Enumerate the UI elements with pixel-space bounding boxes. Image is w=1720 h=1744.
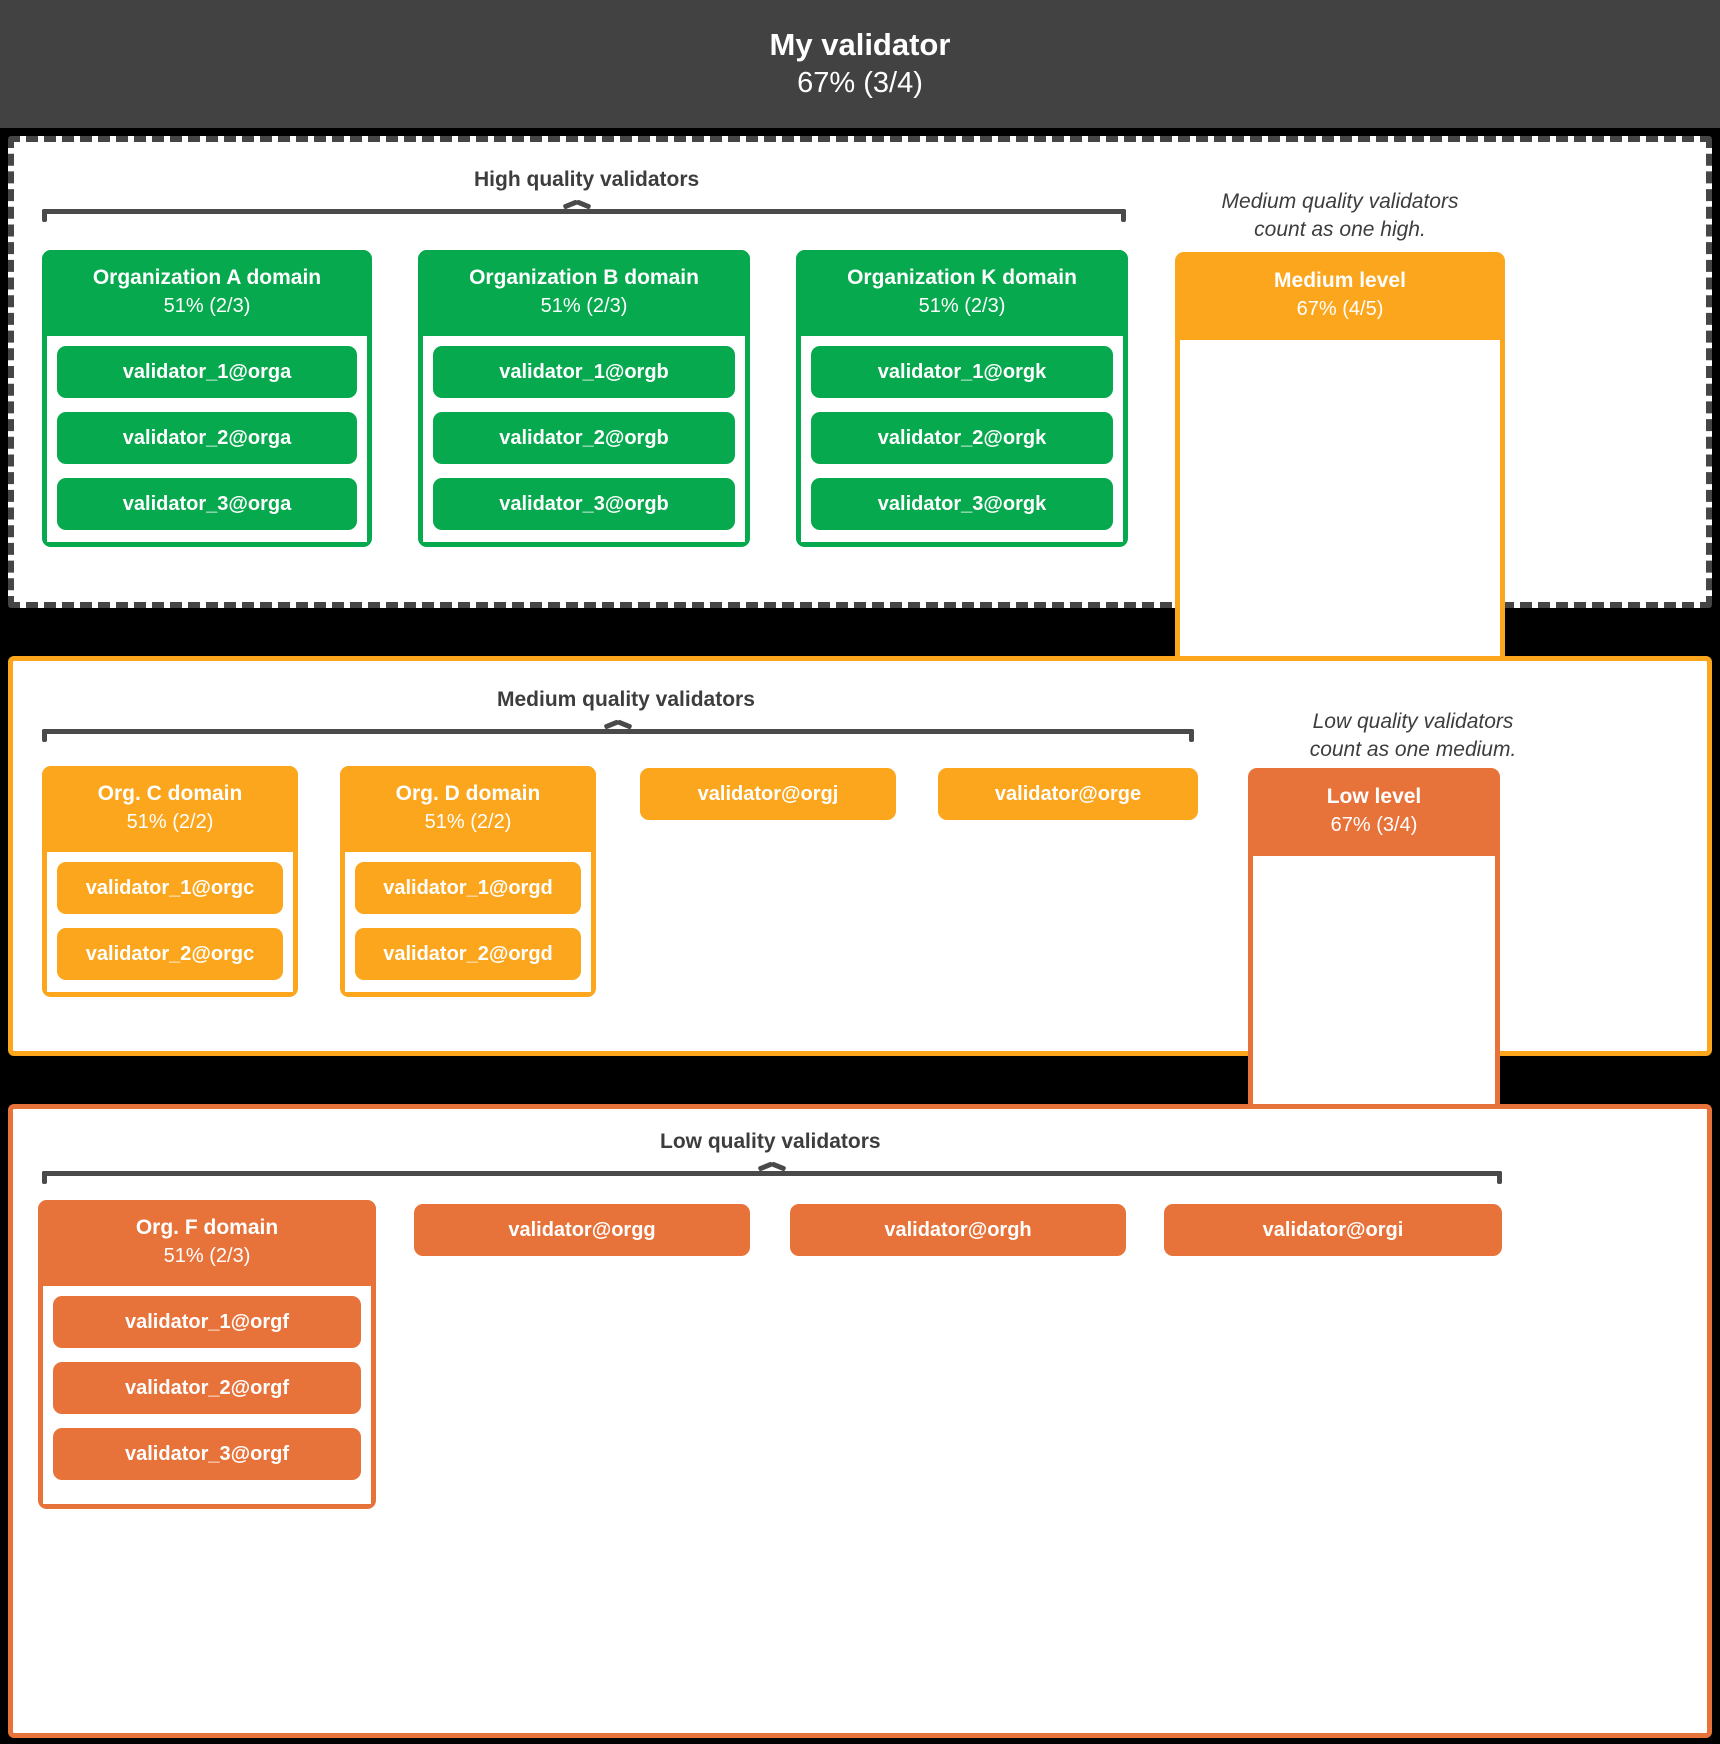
org-card-organization-b[interactable]: Organization B domain 51% (2/3) validato…	[418, 250, 750, 548]
level-percent: 67% (4/5)	[1296, 298, 1384, 321]
medium-quality-brace	[42, 719, 1194, 742]
validator-pill[interactable]: validator_2@orgb	[433, 412, 735, 465]
org-name: Organization A domain	[92, 266, 322, 289]
validator-pill[interactable]: validator_3@orga	[57, 478, 357, 531]
validator-pill[interactable]: validator_2@orga	[57, 412, 357, 465]
org-card-organization-k[interactable]: Organization K domain 51% (2/3) validato…	[796, 250, 1128, 548]
org-validator-list: validator_1@orgb validator_2@orgb valida…	[418, 336, 750, 548]
validator-pill[interactable]: validator_1@orgk	[811, 346, 1113, 399]
low-quality-brace	[42, 1161, 1502, 1184]
validator-pill[interactable]: validator_3@orgf	[53, 1428, 361, 1481]
validator-pill[interactable]: validator_3@orgk	[811, 478, 1113, 531]
validator-pill[interactable]: validator_3@orgb	[433, 478, 735, 531]
validator-pill[interactable]: validator@orgi	[1164, 1204, 1502, 1256]
org-name: Org. C domain	[97, 782, 243, 805]
org-percent: 51% (2/2)	[424, 811, 512, 834]
org-percent: 51% (2/3)	[163, 1245, 251, 1268]
medium-level-body	[1175, 340, 1505, 663]
level-percent: 67% (3/4)	[1330, 814, 1418, 837]
org-card-header: Organization K domain 51% (2/3)	[796, 250, 1128, 337]
org-percent: 51% (2/2)	[126, 811, 214, 834]
org-name: Org. F domain	[135, 1216, 279, 1239]
org-card-organization-a[interactable]: Organization A domain 51% (2/3) validato…	[42, 250, 372, 548]
low-counts-note: Low quality validators count as one medi…	[1309, 710, 1517, 762]
org-percent: 51% (2/3)	[540, 295, 628, 318]
org-validator-list: validator_1@orgf validator_2@orgf valida…	[38, 1286, 376, 1510]
header-percent: 67% (3/4)	[797, 66, 923, 99]
high-quality-caption: High quality validators	[474, 168, 700, 191]
org-card-org-d[interactable]: Org. D domain 51% (2/2) validator_1@orgd…	[340, 766, 596, 998]
low-quality-caption: Low quality validators	[660, 1130, 881, 1153]
validator-pill[interactable]: validator@orge	[938, 768, 1198, 820]
level-name: Medium level	[1274, 269, 1406, 292]
org-validator-list: validator_1@orgd validator_2@orgd	[340, 852, 596, 998]
low-level-box[interactable]: Low level 67% (3/4)	[1248, 768, 1500, 1113]
org-card-header: Org. F domain 51% (2/3)	[38, 1200, 376, 1287]
level-name: Low level	[1326, 785, 1422, 808]
org-card-org-f[interactable]: Org. F domain 51% (2/3) validator_1@orgf…	[38, 1200, 376, 1510]
validator-pill[interactable]: validator@orgj	[640, 768, 896, 820]
validator-pill[interactable]: validator_1@orgd	[355, 862, 581, 915]
org-card-header: Organization B domain 51% (2/3)	[418, 250, 750, 337]
medium-counts-note: Medium quality validators count as one h…	[1221, 190, 1459, 242]
page-title: My validator	[769, 26, 951, 62]
validator-pill[interactable]: validator_2@orgf	[53, 1362, 361, 1415]
validator-pill[interactable]: validator_2@orgk	[811, 412, 1113, 465]
low-level-body	[1248, 856, 1500, 1113]
validator-pill[interactable]: validator_1@orga	[57, 346, 357, 399]
org-card-header: Org. C domain 51% (2/2)	[42, 766, 298, 853]
validator-pill[interactable]: validator@orgh	[790, 1204, 1126, 1256]
high-quality-brace	[42, 199, 1126, 222]
org-card-header: Org. D domain 51% (2/2)	[340, 766, 596, 853]
medium-level-header: Medium level 67% (4/5)	[1175, 252, 1505, 341]
my-validator-header: My validator 67% (3/4)	[0, 0, 1720, 128]
medium-level-box[interactable]: Medium level 67% (4/5)	[1175, 252, 1505, 663]
validator-pill[interactable]: validator_1@orgb	[433, 346, 735, 399]
medium-quality-caption: Medium quality validators	[497, 688, 755, 711]
org-percent: 51% (2/3)	[163, 295, 251, 318]
org-card-header: Organization A domain 51% (2/3)	[42, 250, 372, 337]
low-level-header: Low level 67% (3/4)	[1248, 768, 1500, 857]
org-validator-list: validator_1@orga validator_2@orga valida…	[42, 336, 372, 548]
org-name: Organization B domain	[469, 266, 699, 289]
org-validator-list: validator_1@orgk validator_2@orgk valida…	[796, 336, 1128, 548]
validator-pill[interactable]: validator_2@orgd	[355, 928, 581, 981]
validator-pill[interactable]: validator_1@orgf	[53, 1296, 361, 1349]
validator-pill[interactable]: validator_1@orgc	[57, 862, 283, 915]
validator-pill[interactable]: validator@orgg	[414, 1204, 750, 1256]
org-name: Org. D domain	[395, 782, 541, 805]
org-percent: 51% (2/3)	[918, 295, 1006, 318]
org-validator-list: validator_1@orgc validator_2@orgc	[42, 852, 298, 998]
validator-pill[interactable]: validator_2@orgc	[57, 928, 283, 981]
org-card-org-c[interactable]: Org. C domain 51% (2/2) validator_1@orgc…	[42, 766, 298, 998]
org-name: Organization K domain	[847, 266, 1077, 289]
